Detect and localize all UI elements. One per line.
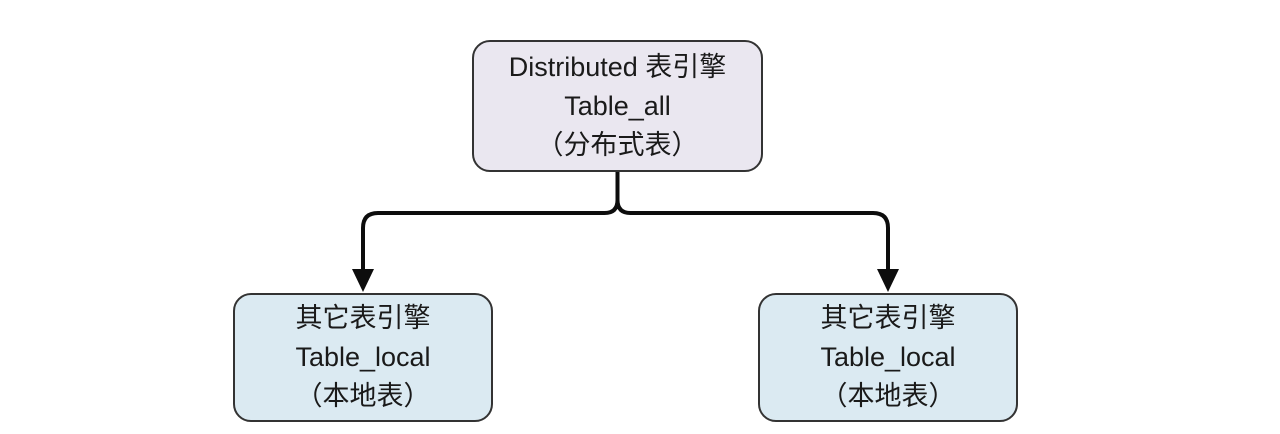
connector-root-to-right — [615, 171, 890, 272]
connector-root-to-left — [361, 171, 620, 272]
root-node-table-name: Table_all — [564, 90, 671, 121]
right-node-note: （本地表） — [820, 381, 956, 411]
node-distributed-table: Distributed 表引擎 Table_all （分布式表） — [472, 40, 763, 172]
root-node-note: （分布式表） — [536, 129, 699, 160]
arrowhead-right-icon — [877, 269, 899, 292]
arrowhead-left-icon — [352, 269, 374, 292]
node-local-table-right: 其它表引擎 Table_local （本地表） — [758, 293, 1018, 422]
node-local-table-left: 其它表引擎 Table_local （本地表） — [233, 293, 493, 422]
root-node-title: Distributed 表引擎 — [508, 51, 727, 82]
right-node-title: 其它表引擎 — [820, 303, 956, 333]
right-node-table-name: Table_local — [820, 342, 956, 372]
left-node-note: （本地表） — [295, 381, 431, 411]
left-node-table-name: Table_local — [295, 342, 431, 372]
left-node-title: 其它表引擎 — [295, 303, 431, 333]
